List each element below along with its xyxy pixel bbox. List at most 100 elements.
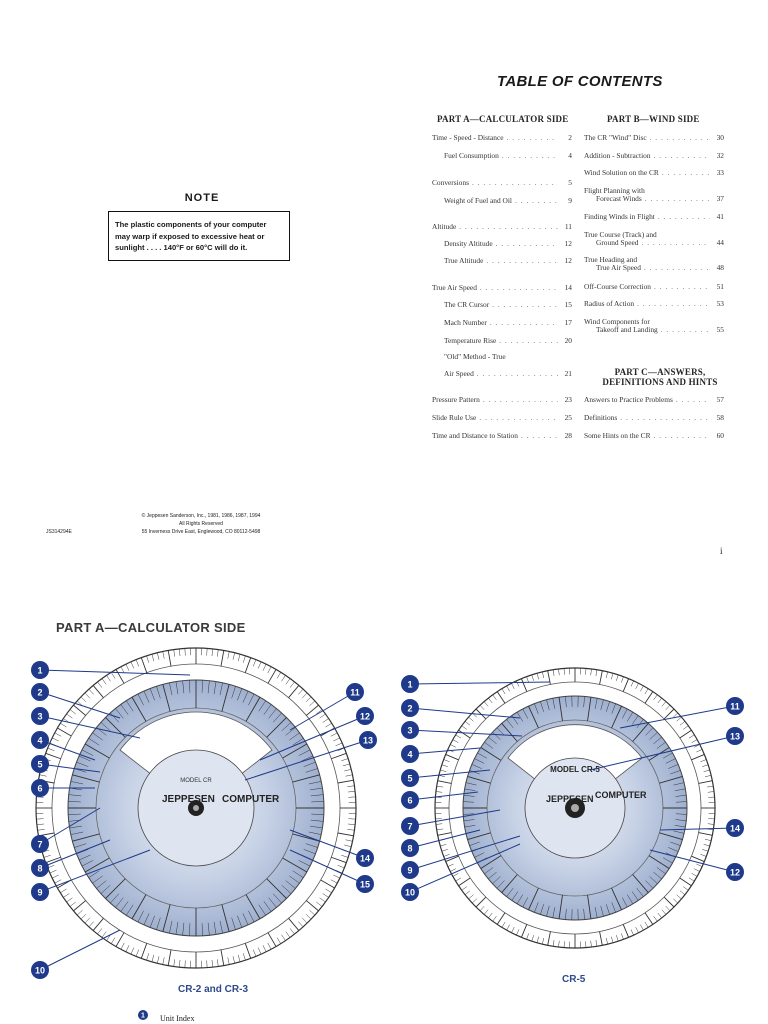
scale-tick	[333, 737, 340, 742]
callout-leader	[409, 747, 481, 755]
scale-tick	[130, 661, 135, 669]
scale-tick	[237, 654, 241, 662]
copyright: © Jeppesen Sanderson, Inc., 1981, 1986, …	[126, 512, 276, 536]
scale-tick	[461, 886, 467, 891]
toc-entry-title: Mach Number	[444, 318, 487, 327]
note-line: The plastic components of your computer	[115, 220, 267, 229]
scale-tick	[213, 681, 217, 695]
scale-tick	[707, 791, 715, 793]
scale-tick	[305, 768, 318, 773]
scale-tick	[644, 691, 654, 704]
scale-tick	[700, 759, 707, 762]
scale-tick	[611, 673, 614, 680]
scale-tick	[636, 719, 644, 729]
scale-tick	[676, 801, 687, 803]
scale-tick	[704, 838, 712, 841]
scale-tick	[84, 857, 110, 873]
scale-tick	[496, 727, 505, 736]
toc-entry-page: 5	[568, 178, 572, 187]
scale-tick	[52, 737, 59, 742]
toc-entry: Radius of Action. . . . . . . . . . . . …	[584, 299, 724, 308]
toc-entry: Slide Rule Use. . . . . . . . . . . . . …	[432, 413, 572, 422]
scale-tick	[211, 648, 213, 657]
scale-tick	[298, 860, 311, 867]
scale-tick	[341, 758, 349, 762]
toc-entry-title: Wind Solution on the CR	[584, 168, 659, 177]
scale-tick	[465, 782, 477, 786]
scale-tick	[245, 894, 261, 920]
scale-tick	[151, 954, 155, 962]
scale-tick	[483, 701, 489, 707]
toc-entry: Ground Speed. . . . . . . . . . . . . . …	[596, 238, 724, 247]
scale-tick	[319, 713, 326, 719]
scale-tick	[676, 894, 682, 900]
scale-tick	[661, 701, 667, 707]
callout-marker	[31, 683, 49, 701]
callout-number: 13	[730, 732, 740, 742]
scale-tick	[468, 894, 474, 900]
callout-number: 9	[37, 888, 42, 898]
toc-entry-page: 33	[716, 168, 724, 177]
scale-tick	[120, 942, 125, 950]
toc-dot-leader: . . . . . . . . . . . . . . . . . . . . …	[657, 212, 710, 221]
callout-leader	[259, 715, 366, 761]
scale-tick	[36, 796, 44, 798]
scale-tick	[301, 755, 314, 762]
scale-tick	[534, 902, 539, 913]
scale-tick	[506, 924, 510, 931]
scale-tick	[60, 888, 67, 893]
scale-tick	[347, 829, 355, 831]
scale-tick	[221, 684, 230, 712]
scale-tick	[167, 949, 172, 966]
toc-entry: Forecast Winds. . . . . . . . . . . . . …	[596, 194, 724, 203]
toc-entry: Flight Planning with	[584, 186, 704, 195]
page-number: i	[720, 546, 723, 556]
toc-entry-title: Some Hints on the CR	[584, 431, 651, 440]
toc-entry-page: 14	[564, 283, 572, 292]
scale-tick	[54, 879, 62, 884]
scale-tick	[464, 788, 476, 791]
callout-number: 8	[37, 864, 42, 874]
scale-tick	[703, 844, 710, 847]
callout-leader	[409, 829, 481, 849]
scale-tick	[511, 683, 515, 689]
scale-tick	[461, 725, 467, 730]
scale-tick	[662, 752, 673, 759]
scale-tick	[232, 956, 235, 964]
callout-marker	[346, 683, 364, 701]
scale-tick	[206, 960, 208, 968]
callout-number: 5	[37, 760, 42, 770]
scale-tick	[298, 688, 304, 695]
callout-number: 1	[37, 666, 42, 676]
scale-tick	[217, 649, 219, 657]
toc-entry-page: 12	[564, 239, 572, 248]
scale-tick	[156, 917, 161, 930]
scale-tick	[438, 775, 446, 778]
scale-tick	[320, 879, 335, 889]
scale-tick	[622, 708, 628, 719]
scale-tick	[590, 940, 592, 948]
scale-tick	[483, 909, 489, 915]
scale-tick	[220, 650, 225, 667]
callout-number: 6	[407, 796, 412, 806]
document-id: JS314294E	[46, 529, 72, 535]
toc-entry-title: Altitude	[432, 222, 457, 231]
scale-tick	[440, 769, 447, 772]
scale-tick	[683, 886, 689, 891]
scale-tick	[605, 671, 608, 679]
scale-tick	[322, 893, 329, 898]
scale-tick	[663, 896, 675, 908]
scale-tick	[653, 694, 658, 700]
toc-entry-page: 20	[564, 336, 572, 345]
scale-tick	[288, 685, 300, 698]
callout-marker	[31, 961, 49, 979]
toc-entry: Wind Components for	[584, 317, 704, 326]
scale-tick	[78, 755, 91, 762]
scale-tick	[590, 668, 592, 676]
scale-tick	[441, 849, 448, 852]
scale-tick	[653, 871, 662, 880]
scale-tick	[565, 696, 567, 708]
toc-entry-page: 51	[716, 282, 724, 291]
scale-tick	[464, 721, 471, 726]
toc-entry-title: True Course (Track) and	[584, 230, 657, 239]
